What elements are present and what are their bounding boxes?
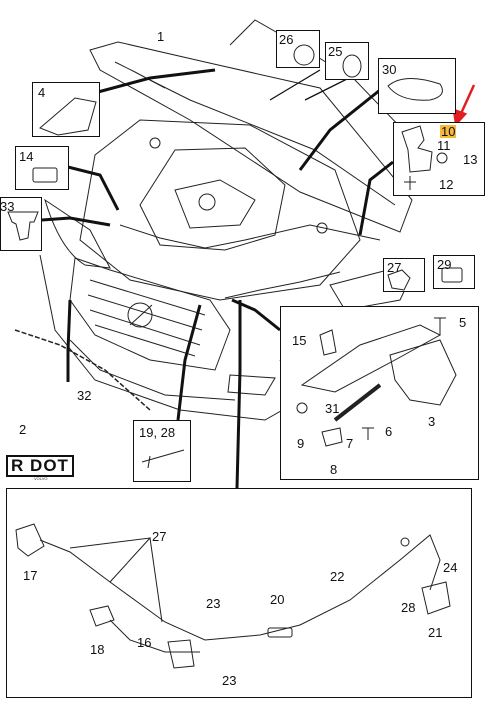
callout-23-top: 23 <box>206 596 221 611</box>
callout-7: 7 <box>346 436 354 451</box>
hood-panel <box>89 41 413 233</box>
callout-31: 31 <box>325 401 340 416</box>
callout-12: 12 <box>439 177 454 192</box>
red-pointer-arrow <box>452 84 476 127</box>
engine-bay <box>79 119 361 301</box>
callout-9: 9 <box>297 436 305 451</box>
callout-15: 15 <box>292 333 307 348</box>
rdot-logo: R DOT <box>6 455 74 477</box>
callout-3: 3 <box>428 414 436 429</box>
inset-box-29 <box>433 255 475 289</box>
inset-box-hinge <box>280 306 479 480</box>
callout-2: 2 <box>19 422 27 437</box>
callout-1: 1 <box>157 29 165 44</box>
callout-32: 32 <box>77 388 92 403</box>
inset-box-25 <box>325 42 369 80</box>
callout-23-bottom: 23 <box>222 673 237 688</box>
callout-25: 25 <box>328 44 343 59</box>
callout-17: 17 <box>23 568 38 583</box>
callout-13: 13 <box>463 152 478 167</box>
callout-8: 8 <box>330 462 338 477</box>
callout-30: 30 <box>382 62 397 77</box>
inset-box-cable <box>6 488 472 698</box>
callout-21: 21 <box>428 625 443 640</box>
callout-5: 5 <box>459 315 467 330</box>
callout-19-28: 19, 28 <box>139 425 176 440</box>
callout-22: 22 <box>330 569 345 584</box>
callout-33: 33 <box>0 199 15 214</box>
callout-28: 28 <box>401 600 416 615</box>
callout-24: 24 <box>443 560 458 575</box>
engine-cover <box>139 147 286 251</box>
grille <box>69 257 231 371</box>
callout-11: 11 <box>437 138 451 153</box>
callout-29: 29 <box>437 257 452 272</box>
callout-26: 26 <box>279 32 294 47</box>
callout-16: 16 <box>137 635 152 650</box>
callout-20: 20 <box>270 592 285 607</box>
callout-27-a: 27 <box>152 529 167 544</box>
inset-box-26 <box>276 30 320 68</box>
rdot-logo-subtext: VOLVO <box>34 476 48 481</box>
callout-10: 10 <box>440 124 457 139</box>
callout-6: 6 <box>385 424 393 439</box>
callout-4: 4 <box>38 85 46 100</box>
callout-18: 18 <box>90 642 105 657</box>
callout-14: 14 <box>19 149 34 164</box>
inset-box-27 <box>383 258 425 292</box>
inset-box-33 <box>0 197 42 251</box>
callout-27-top: 27 <box>387 260 402 275</box>
inset-box-30 <box>378 58 456 114</box>
